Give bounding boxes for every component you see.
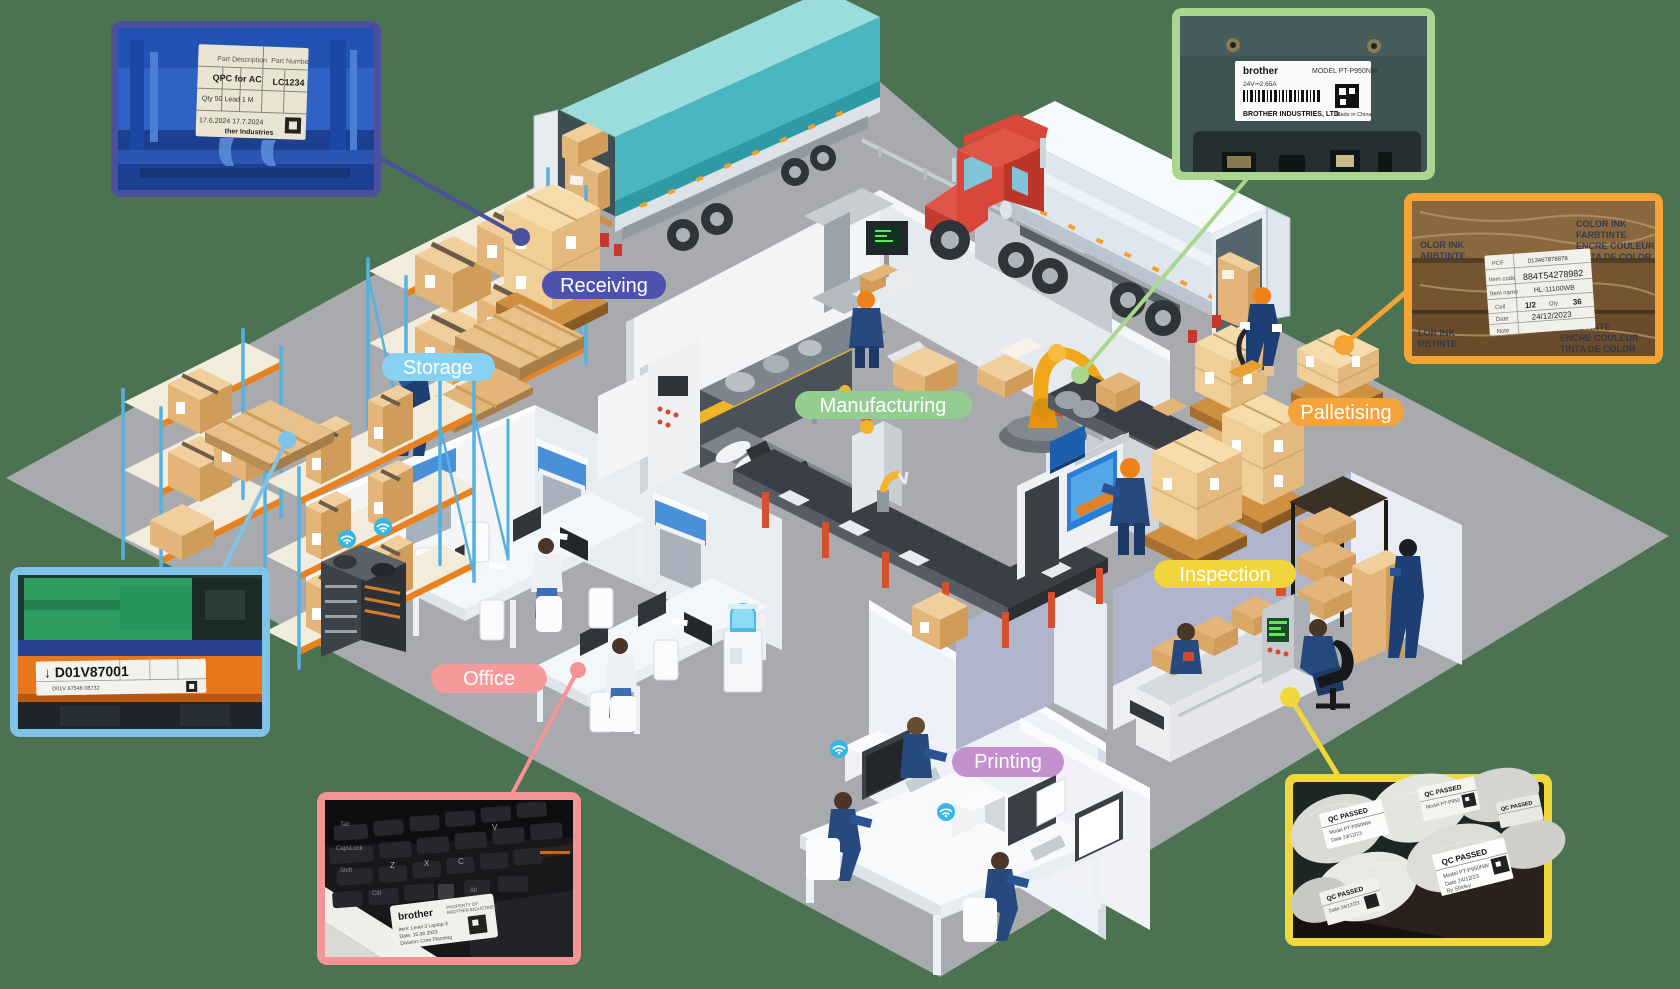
svg-text:ARBTINTE: ARBTINTE bbox=[1420, 251, 1466, 261]
svg-text:Receiving: Receiving bbox=[560, 275, 648, 297]
svg-text:OLOR INK: OLOR INK bbox=[1420, 240, 1464, 250]
svg-text:LC1234: LC1234 bbox=[272, 77, 304, 88]
svg-text:Item code: Item code bbox=[1489, 276, 1516, 284]
svg-text:Ctrl: Ctrl bbox=[372, 891, 381, 897]
svg-text:013467878878: 013467878878 bbox=[1528, 256, 1569, 265]
svg-text:Z: Z bbox=[390, 861, 395, 870]
svg-text:Qty: Qty bbox=[1549, 301, 1559, 308]
svg-text:V: V bbox=[492, 823, 498, 832]
svg-text:brother: brother bbox=[397, 908, 433, 923]
svg-text:Item name: Item name bbox=[1490, 289, 1519, 297]
svg-text:Cell: Cell bbox=[1495, 304, 1506, 311]
svg-text:PCF: PCF bbox=[1492, 260, 1505, 267]
svg-text:brother: brother bbox=[1243, 66, 1278, 77]
svg-text:TINTA DE COLOR: TINTA DE COLOR bbox=[1576, 252, 1652, 262]
svg-text:Note: Note bbox=[1496, 328, 1510, 335]
svg-text:Part Description: Part Description bbox=[217, 56, 267, 65]
svg-text:24/12/2023: 24/12/2023 bbox=[1531, 310, 1572, 322]
svg-text:BROTHER INDUSTRIES, LTD.: BROTHER INDUSTRIES, LTD. bbox=[1243, 111, 1341, 118]
svg-text:Manufacturing: Manufacturing bbox=[820, 395, 947, 417]
svg-text:17.6.2024 17.7.2024: 17.6.2024 17.7.2024 bbox=[199, 117, 264, 126]
svg-text:Part Number: Part Number bbox=[271, 58, 312, 66]
svg-text:BROTHER INDUSTRIES: BROTHER INDUSTRIES bbox=[447, 904, 498, 915]
svg-text:CapsLock: CapsLock bbox=[336, 846, 364, 852]
svg-text:TINTA DE COLOR: TINTA DE COLOR bbox=[1560, 344, 1636, 354]
svg-text:QPC for AC: QPC for AC bbox=[212, 73, 262, 85]
svg-text:Storage: Storage bbox=[403, 357, 473, 379]
svg-text:MODEL PT-P950NW: MODEL PT-P950NW bbox=[1312, 68, 1378, 75]
svg-text:↓ D01V87001: ↓ D01V87001 bbox=[44, 663, 129, 680]
svg-text:1/2: 1/2 bbox=[1525, 300, 1537, 310]
svg-text:FARBTINTE: FARBTINTE bbox=[1576, 230, 1627, 240]
svg-text:X: X bbox=[424, 859, 430, 868]
svg-text:RBTINTE: RBTINTE bbox=[1418, 339, 1457, 349]
svg-text:LOR INK: LOR INK bbox=[1418, 328, 1455, 338]
svg-text:Printing: Printing bbox=[974, 751, 1042, 773]
svg-text:36: 36 bbox=[1572, 297, 1582, 307]
svg-text:COLOR INK: COLOR INK bbox=[1576, 219, 1627, 229]
svg-text:Office: Office bbox=[463, 668, 515, 690]
svg-text:24V⎓2.65A: 24V⎓2.65A bbox=[1243, 81, 1277, 88]
svg-text:884T54278982: 884T54278982 bbox=[1523, 268, 1584, 282]
svg-text:Tab: Tab bbox=[340, 822, 350, 828]
svg-text:Inspection: Inspection bbox=[1179, 564, 1270, 586]
svg-text:Qty 50 Lead 1 M: Qty 50 Lead 1 M bbox=[202, 95, 254, 104]
svg-text:HL-11100WB: HL-11100WB bbox=[1534, 285, 1576, 295]
svg-text:D01V 87546 08732: D01V 87546 08732 bbox=[52, 686, 100, 693]
svg-text:ENCRE COULEUR: ENCRE COULEUR bbox=[1576, 241, 1655, 251]
svg-text:Shift: Shift bbox=[340, 868, 352, 874]
svg-text:Palletising: Palletising bbox=[1300, 402, 1391, 424]
svg-text:Date: 15.08.2023: Date: 15.08.2023 bbox=[399, 929, 438, 940]
svg-text:ther Industries: ther Industries bbox=[225, 128, 274, 137]
svg-text:Date: Date bbox=[1496, 316, 1510, 323]
svg-text:ENCRE COULEUR: ENCRE COULEUR bbox=[1560, 333, 1639, 343]
svg-text:Alt: Alt bbox=[470, 888, 477, 894]
svg-text:PROPERTY OF: PROPERTY OF bbox=[446, 901, 479, 910]
svg-text:By Shirley: By Shirley bbox=[1446, 883, 1472, 895]
svg-text:Made in China: Made in China bbox=[1336, 112, 1372, 118]
svg-text:C: C bbox=[458, 857, 464, 866]
